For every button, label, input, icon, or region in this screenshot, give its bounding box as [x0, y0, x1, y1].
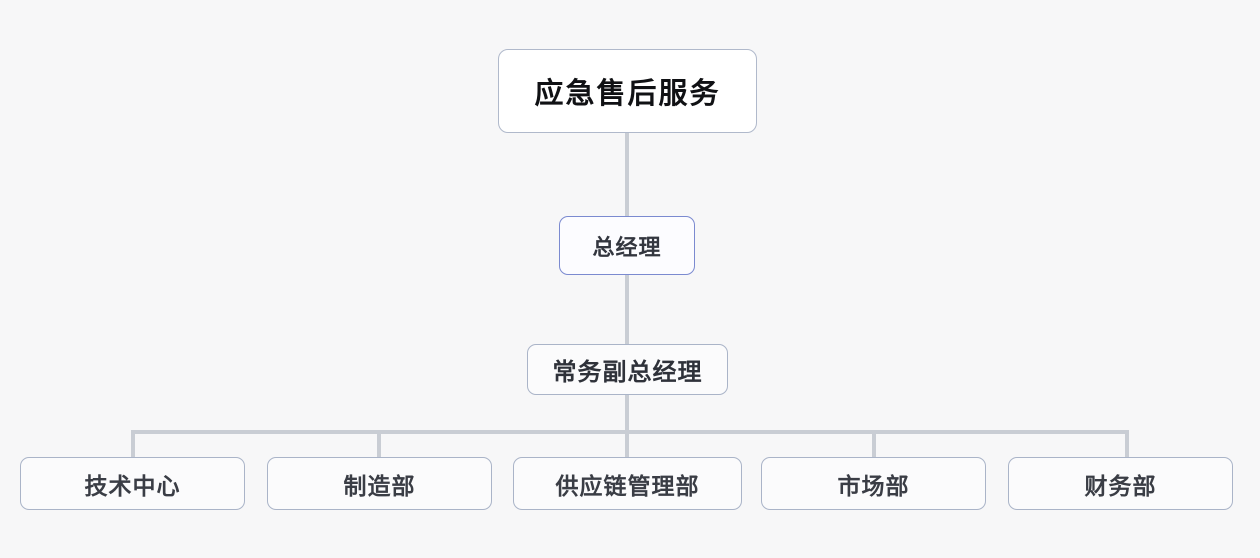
connector-bus-to-dept-mkt — [872, 430, 876, 458]
node-label: 供应链管理部 — [555, 472, 700, 499]
node-executive-deputy-general-manager[interactable]: 常务副总经理 — [527, 344, 728, 395]
node-root-emergency-after-sales-service[interactable]: 应急售后服务 — [498, 49, 757, 133]
connector-bus-to-dept-mfg — [377, 430, 381, 458]
connector-bus-to-dept-fin — [1125, 430, 1129, 458]
node-label: 应急售后服务 — [534, 78, 721, 110]
node-label: 财务部 — [1084, 472, 1157, 499]
connector-gm-to-evp — [625, 275, 629, 345]
node-department-technology-center[interactable]: 技术中心 — [20, 457, 245, 510]
node-label: 技术中心 — [84, 472, 181, 499]
node-label: 常务副总经理 — [552, 359, 703, 386]
node-label: 制造部 — [343, 472, 416, 499]
connector-horizontal-bus — [131, 430, 1129, 434]
node-department-finance[interactable]: 财务部 — [1008, 457, 1233, 510]
connector-bus-to-dept-scm — [625, 430, 629, 458]
node-department-supply-chain-management[interactable]: 供应链管理部 — [513, 457, 742, 510]
node-general-manager[interactable]: 总经理 — [559, 216, 695, 275]
connector-evp-to-bus — [625, 394, 629, 458]
node-label: 总经理 — [592, 234, 662, 260]
node-department-manufacturing[interactable]: 制造部 — [267, 457, 492, 510]
node-label: 市场部 — [837, 472, 910, 499]
connector-root-to-gm — [625, 132, 629, 217]
connector-bus-to-dept-tech — [131, 430, 135, 458]
node-department-marketing[interactable]: 市场部 — [761, 457, 986, 510]
